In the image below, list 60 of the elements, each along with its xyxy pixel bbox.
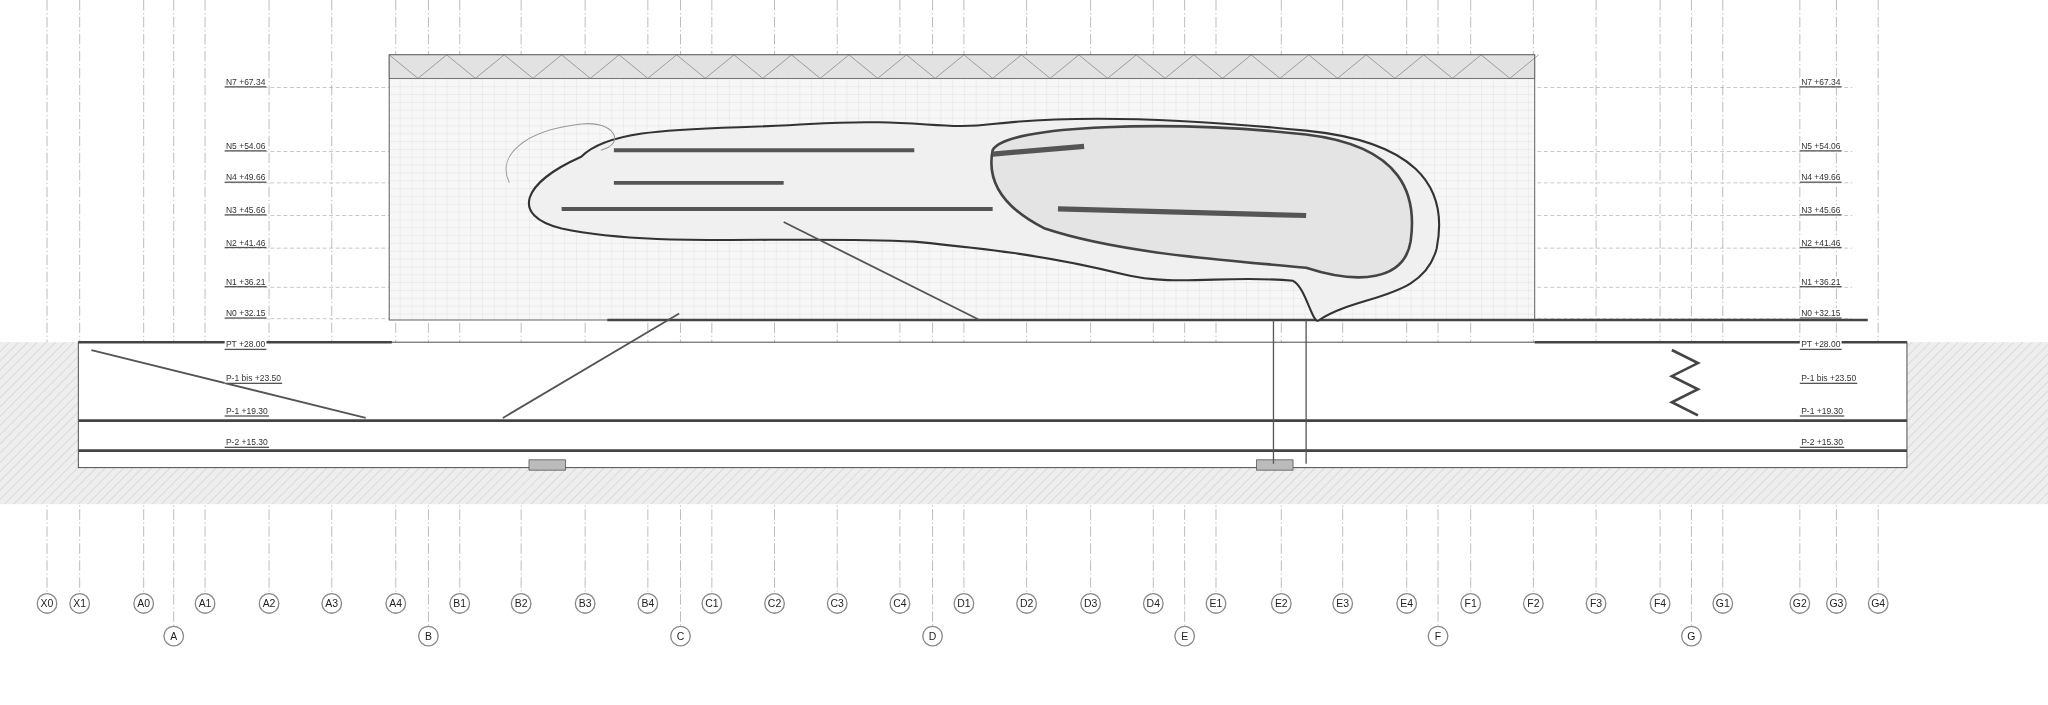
- grid-bubble: B4: [637, 593, 659, 614]
- level-label: N3 +45.66: [1799, 205, 1842, 216]
- grid-bubble: E3: [1332, 593, 1354, 614]
- grid-bubble: D3: [1080, 593, 1102, 614]
- grid-bubble: C4: [889, 593, 911, 614]
- level-label: N5 +54.06: [1799, 141, 1842, 152]
- level-label: P-1 +19.30: [224, 406, 270, 417]
- grid-bubble: E1: [1205, 593, 1227, 614]
- grid-bubble: G3: [1825, 593, 1847, 614]
- grid-bubble: C2: [764, 593, 785, 614]
- level-label: P-1 +19.30: [1799, 406, 1845, 417]
- grid-bubble: C1: [701, 593, 723, 614]
- level-label: PT +28.00: [1799, 339, 1842, 351]
- level-label: N7 +67.34: [224, 77, 267, 88]
- grid-bubble: A2: [258, 593, 280, 614]
- grid-bubble: A3: [321, 593, 343, 614]
- grid-bubble: E: [1174, 625, 1196, 647]
- level-label: N3 +45.66: [224, 205, 267, 216]
- grid-bubble: D2: [1016, 593, 1038, 614]
- level-label: N4 +49.66: [1799, 172, 1842, 183]
- grid-bubble: F4: [1649, 593, 1671, 614]
- grid-bubble: D4: [1142, 593, 1164, 614]
- level-label: P-2 +15.30: [1799, 437, 1845, 448]
- grid-bubble: A: [163, 625, 185, 647]
- grid-bubble: F1: [1460, 593, 1482, 614]
- grid-bubble: G1: [1712, 593, 1734, 614]
- level-label: P-2 +15.30: [224, 437, 270, 448]
- level-label: N5 +54.06: [224, 141, 267, 152]
- grid-bubble: X0: [36, 593, 58, 614]
- grid-bubble: D1: [953, 593, 975, 614]
- grid-bubble: F3: [1585, 593, 1607, 614]
- grid-bubble: G4: [1867, 593, 1889, 614]
- grid-bubble: E2: [1270, 593, 1292, 614]
- level-label: P-1 bis +23.50: [224, 373, 283, 384]
- level-label: N4 +49.66: [224, 172, 267, 183]
- grid-bubble: X1: [69, 593, 91, 614]
- grid-bubble: B: [417, 625, 439, 647]
- level-label: N1 +36.21: [224, 276, 267, 288]
- level-label: N7 +67.34: [1799, 77, 1842, 88]
- grid-bubble: B2: [510, 593, 532, 614]
- level-label: P-1 bis +23.50: [1799, 373, 1858, 384]
- level-label: N0 +32.15: [1799, 308, 1842, 319]
- grid-bubble: B1: [449, 593, 471, 614]
- grid-bubble: A4: [385, 593, 407, 614]
- grid-bubble: C3: [826, 593, 848, 614]
- grid-bubble: D: [922, 625, 943, 647]
- level-label: PT +28.00: [224, 339, 267, 351]
- level-label: N2 +41.46: [1799, 237, 1842, 249]
- grid-bubble: G2: [1789, 593, 1811, 614]
- grid-bubble: G: [1681, 625, 1702, 647]
- grid-bubble: A0: [133, 593, 155, 614]
- grid-bubble: E4: [1396, 593, 1418, 614]
- level-label: N0 +32.15: [224, 308, 267, 319]
- grid-bubble: F: [1427, 625, 1449, 647]
- level-label: N2 +41.46: [224, 237, 267, 249]
- grid-bubble: B3: [574, 593, 596, 614]
- grid-bubble: F2: [1522, 593, 1544, 614]
- level-label: N1 +36.21: [1799, 276, 1842, 288]
- grid-bubble: C: [670, 625, 691, 647]
- grid-bubble: A1: [194, 593, 216, 614]
